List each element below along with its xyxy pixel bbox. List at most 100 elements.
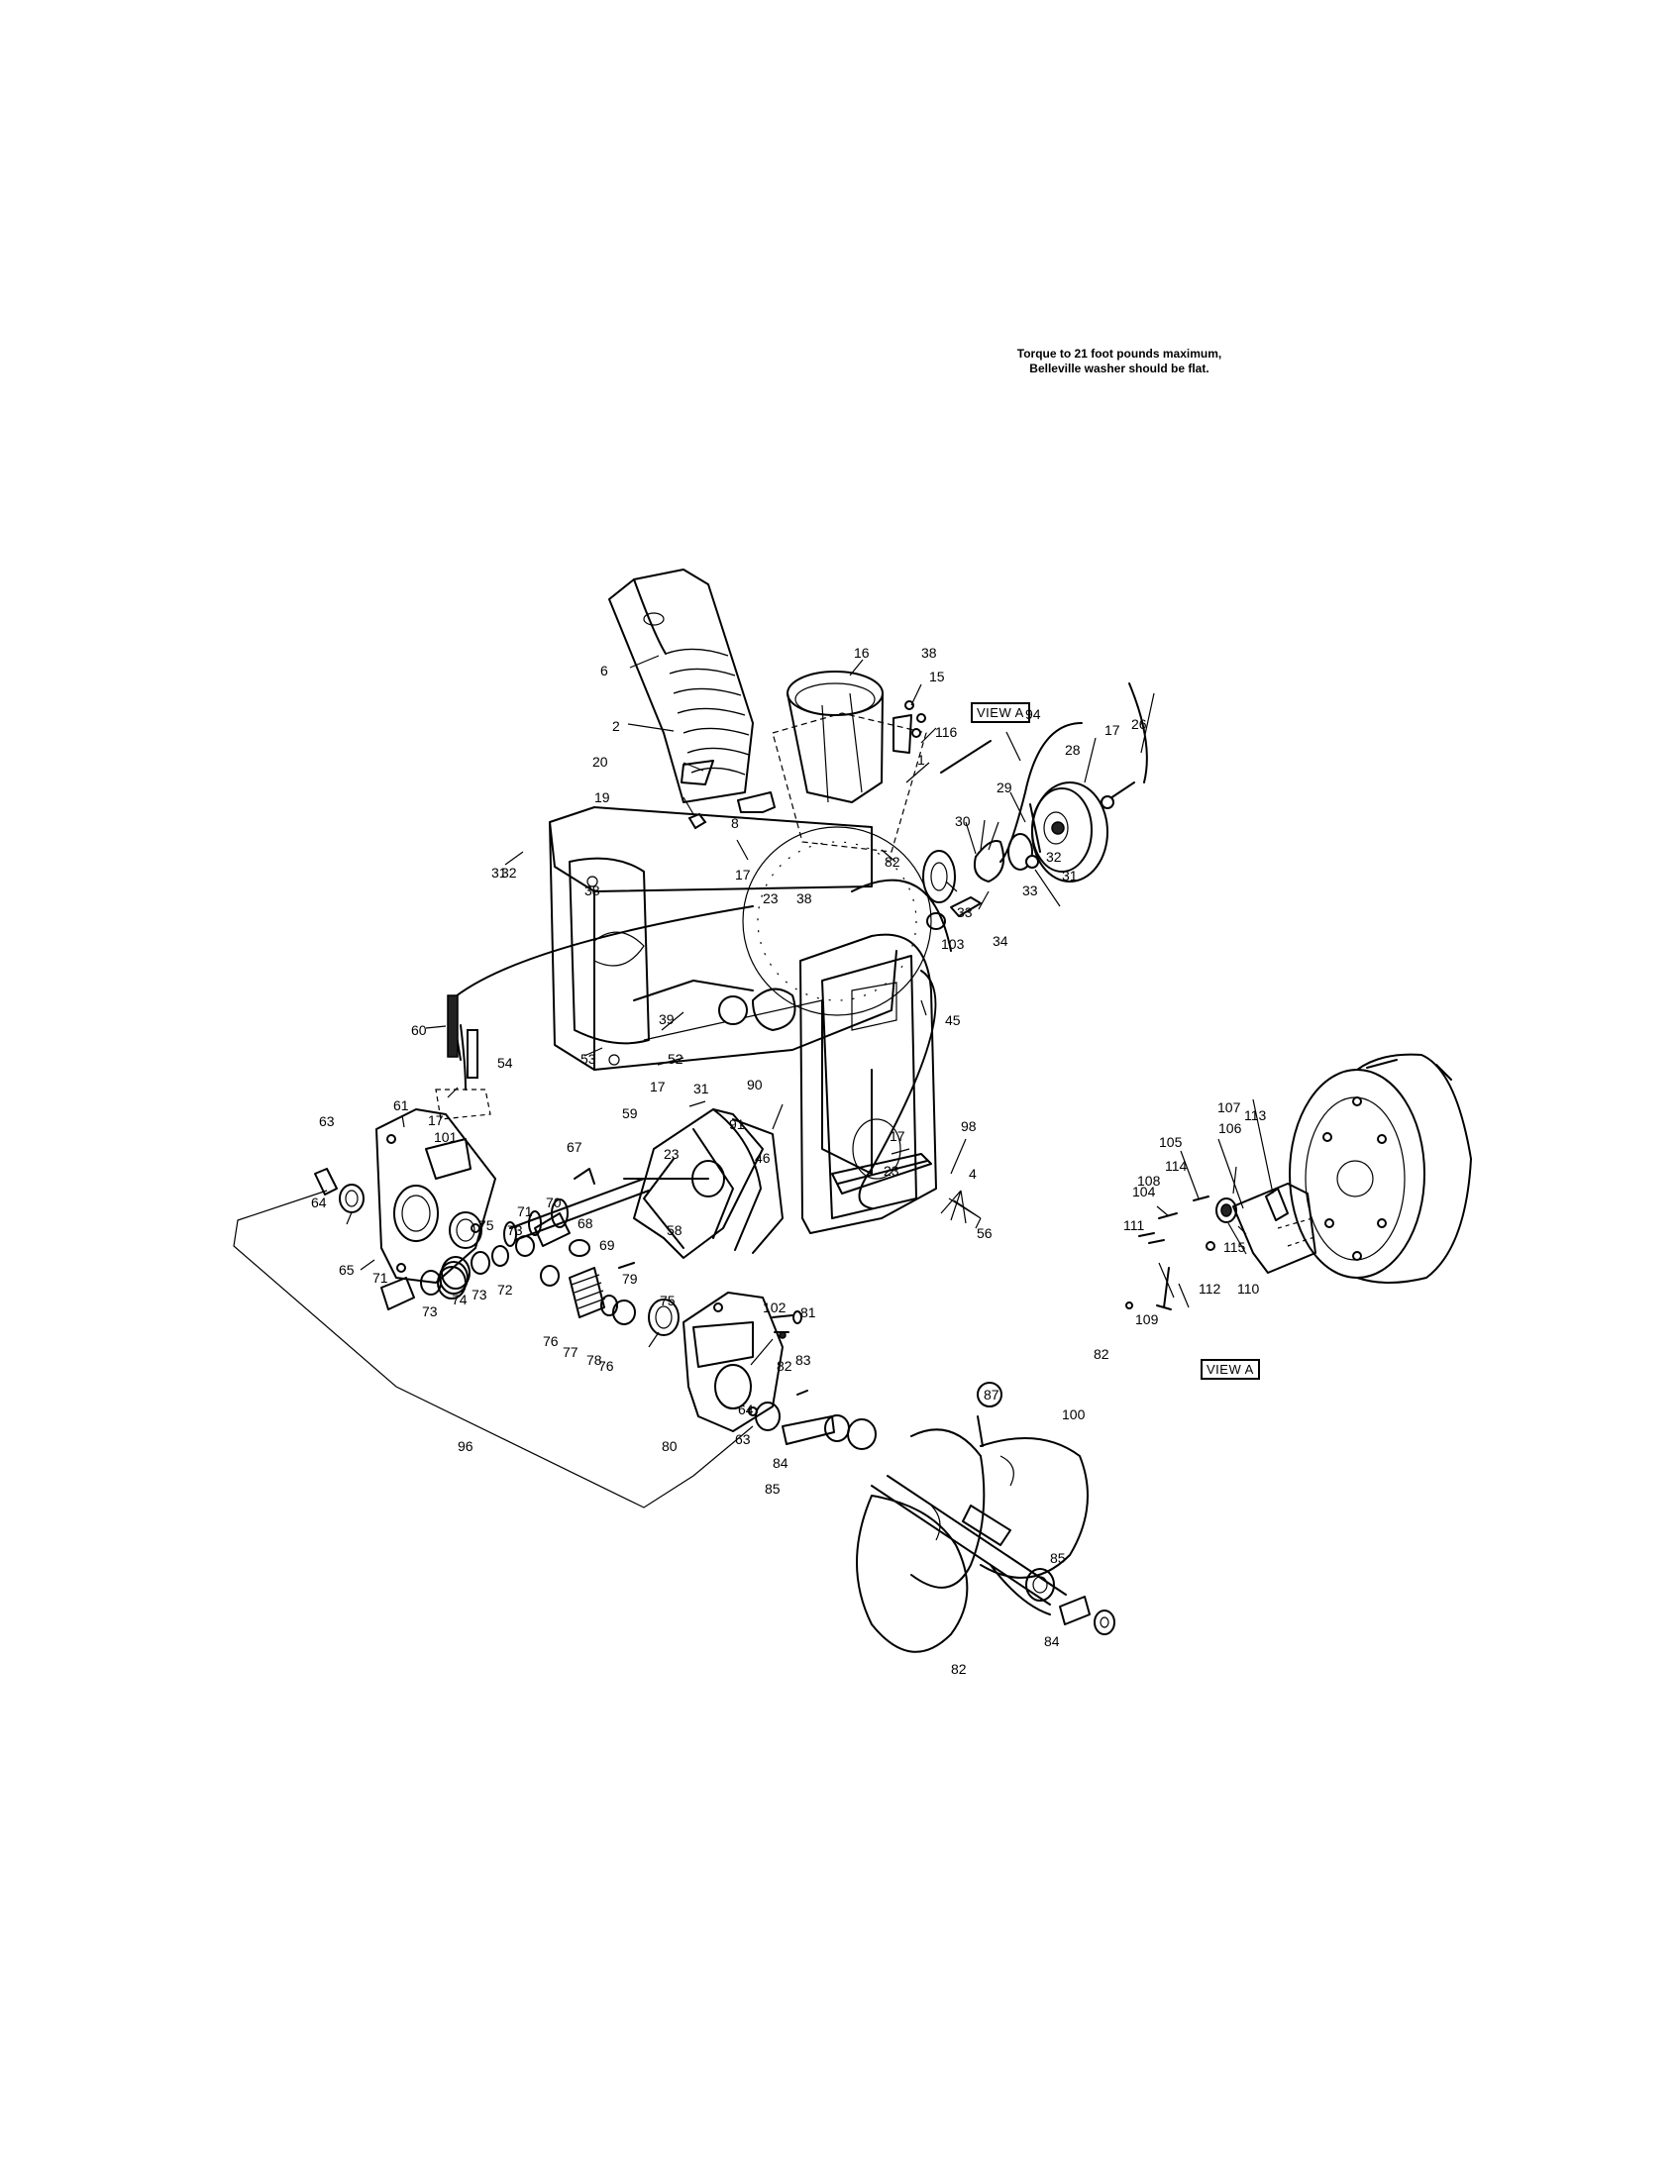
callout-4: 4 <box>969 1166 977 1182</box>
callout-82: 82 <box>777 1358 792 1374</box>
auger-bushing-84 <box>1059 1596 1115 1635</box>
callout-111: 111 <box>1123 1217 1144 1233</box>
gear-case-right <box>682 1292 784 1432</box>
callout-64: 64 <box>311 1195 327 1210</box>
callout-2: 2 <box>612 718 620 734</box>
callout-38: 38 <box>796 890 812 906</box>
callout-72: 72 <box>497 1282 513 1298</box>
callout-17: 17 <box>735 867 751 883</box>
callout-28: 28 <box>1065 742 1081 758</box>
callout-17: 17 <box>650 1079 666 1094</box>
callout-110: 110 <box>1237 1281 1260 1297</box>
callout-38: 38 <box>921 645 937 661</box>
callout-69: 69 <box>599 1237 615 1253</box>
callout-74: 74 <box>452 1292 468 1307</box>
callout-45: 45 <box>945 1012 961 1028</box>
callout-82: 82 <box>951 1661 967 1677</box>
callout-96: 96 <box>458 1438 473 1454</box>
view-a-label-right: VIEW A <box>1201 1359 1260 1380</box>
auger-bushing-85 <box>1025 1568 1055 1602</box>
callout-103: 103 <box>941 936 965 952</box>
callout-16: 16 <box>854 645 870 661</box>
callout-56: 56 <box>977 1225 993 1241</box>
callout-6: 6 <box>600 663 608 678</box>
callout-20: 20 <box>592 754 608 770</box>
circled-87-marker <box>977 1382 1002 1447</box>
leader-lines <box>346 655 1274 1366</box>
callout-60: 60 <box>411 1022 427 1038</box>
callout-30: 30 <box>955 813 971 829</box>
gear-case-bolts <box>772 1310 808 1396</box>
callout-32: 32 <box>1046 849 1062 865</box>
assembly-bracket <box>233 1190 754 1508</box>
callout-84: 84 <box>773 1455 788 1471</box>
callout-33: 33 <box>1022 883 1038 898</box>
torque-note-line-2: Belleville washer should be flat. <box>1029 362 1209 375</box>
callout-63: 63 <box>735 1431 751 1447</box>
bearing-75b <box>648 1299 680 1336</box>
worm-gear <box>540 1262 636 1325</box>
callout-107: 107 <box>1217 1099 1241 1115</box>
callout-31: 31 <box>491 865 507 881</box>
callout-17: 17 <box>890 1128 905 1144</box>
bearing-75 <box>449 1211 482 1249</box>
callout-71: 71 <box>517 1203 533 1219</box>
callout-31: 31 <box>1062 868 1078 884</box>
callout-19: 19 <box>594 789 610 805</box>
callout-68: 68 <box>578 1215 593 1231</box>
view-a-bracket <box>1125 1183 1318 1310</box>
callout-17: 17 <box>1104 722 1120 738</box>
view-a-detail <box>1289 1053 1472 1284</box>
callout-32: 32 <box>501 865 517 881</box>
callout-114: 114 <box>1165 1158 1188 1174</box>
torque-arrow <box>1128 682 1148 783</box>
callout-1: 1 <box>917 752 925 768</box>
chute-collar <box>772 671 927 853</box>
callout-61: 61 <box>393 1097 409 1113</box>
callout-38: 38 <box>584 883 600 898</box>
callout-39: 39 <box>659 1011 675 1027</box>
callout-100: 100 <box>1062 1406 1086 1422</box>
callout-82: 82 <box>1094 1346 1109 1362</box>
callout-63: 63 <box>319 1113 335 1129</box>
callout-75: 75 <box>660 1293 676 1308</box>
callout-33: 33 <box>957 904 973 920</box>
callout-116: 116 <box>935 724 958 740</box>
callout-75: 75 <box>478 1217 494 1233</box>
clip <box>737 791 776 813</box>
callout-73: 73 <box>472 1287 487 1302</box>
callout-112: 112 <box>1199 1281 1221 1297</box>
callout-65: 65 <box>339 1262 355 1278</box>
discharge-chute <box>608 569 754 803</box>
torque-note-line-1: Torque to 21 foot pounds maximum, <box>1016 347 1222 361</box>
callout-53: 53 <box>580 1051 596 1067</box>
callout-78: 78 <box>586 1352 602 1368</box>
callout-70: 70 <box>546 1195 562 1210</box>
callout-17: 17 <box>428 1112 444 1128</box>
callout-113: 113 <box>1244 1107 1267 1123</box>
callout-108: 108 <box>1137 1173 1161 1189</box>
callout-84: 84 <box>1044 1633 1060 1649</box>
callout-23: 23 <box>763 890 779 906</box>
callout-79: 79 <box>622 1271 638 1287</box>
callout-98: 98 <box>961 1118 977 1134</box>
callout-106: 106 <box>1218 1120 1242 1136</box>
callout-87: 87 <box>984 1387 999 1403</box>
callout-73: 73 <box>422 1303 438 1319</box>
callout-71: 71 <box>372 1270 388 1286</box>
auger <box>856 1428 1089 1653</box>
callout-115: 115 <box>1223 1239 1246 1255</box>
callout-77: 77 <box>563 1344 578 1360</box>
callout-29: 29 <box>997 780 1012 795</box>
callout-8: 8 <box>731 815 739 831</box>
auger-shaft <box>755 1402 877 1450</box>
callout-85: 85 <box>1050 1550 1066 1566</box>
pulley-assembly <box>922 781 1108 930</box>
chute-bracket-hardware <box>892 700 926 754</box>
impeller <box>623 1108 784 1259</box>
callout-58: 58 <box>667 1222 682 1238</box>
callout-67: 67 <box>567 1139 582 1155</box>
